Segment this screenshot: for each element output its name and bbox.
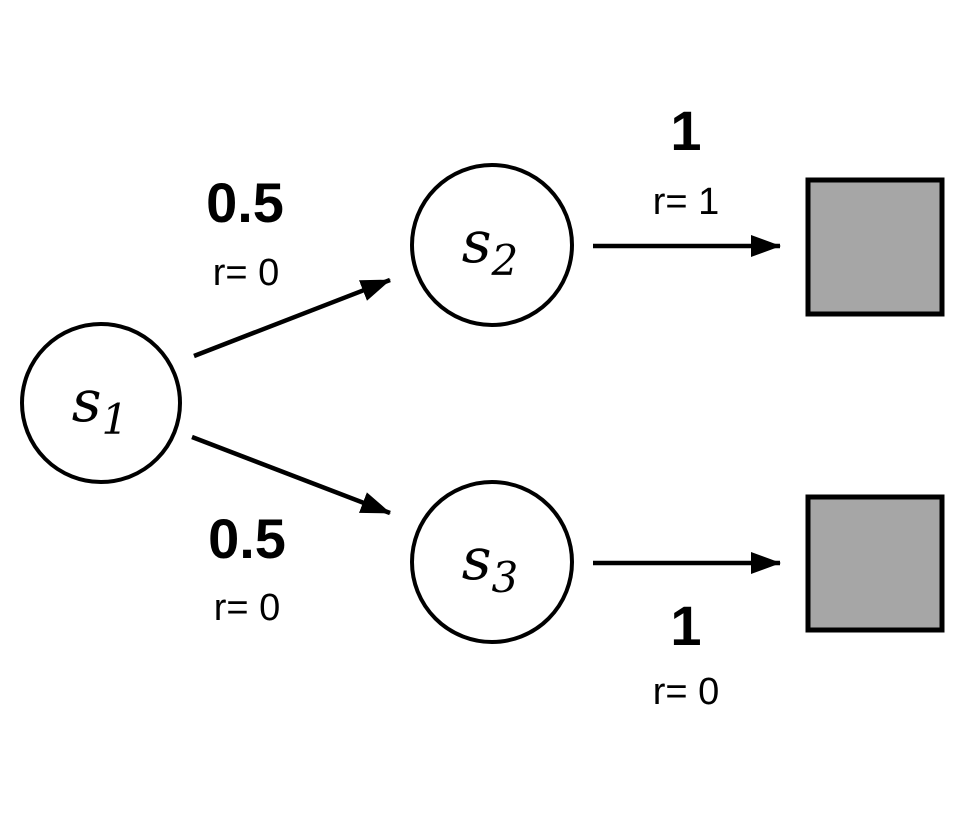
state-node-s2: [410, 163, 574, 327]
probability-label-s1-s3: 0.5: [208, 507, 286, 570]
state-node-s3: [410, 480, 574, 644]
reward-label-s1-s3: r= 0: [214, 587, 281, 629]
probability-label-s1-s2: 0.5: [206, 171, 284, 234]
state-node-s1: [20, 322, 182, 484]
state-label-s1: s1: [72, 367, 129, 444]
state-label-s3-base: s: [462, 525, 492, 593]
reward-label-s1-s2: r= 0: [213, 252, 280, 294]
state-label-s2: s2: [462, 208, 519, 285]
probability-label-s3-terminal: 1: [670, 594, 701, 657]
state-label-s1-base: s: [72, 367, 102, 435]
terminal-state-bottom: [805, 494, 945, 633]
state-label-s3-sub: 3: [492, 553, 519, 602]
state-label-s3: s3: [462, 525, 519, 602]
terminal-state-top: [805, 177, 945, 317]
state-label-s2-base: s: [462, 208, 492, 276]
probability-label-s2-terminal: 1: [670, 99, 701, 162]
state-label-s2-sub: 2: [491, 236, 519, 285]
edge-s1-to-s2: [193, 277, 391, 359]
reward-label-s3-terminal: r= 0: [653, 671, 720, 713]
reward-label-s2-terminal: r= 1: [653, 181, 720, 223]
edge-s1-to-s3: [191, 434, 391, 516]
state-label-s1-sub: 1: [102, 395, 129, 444]
